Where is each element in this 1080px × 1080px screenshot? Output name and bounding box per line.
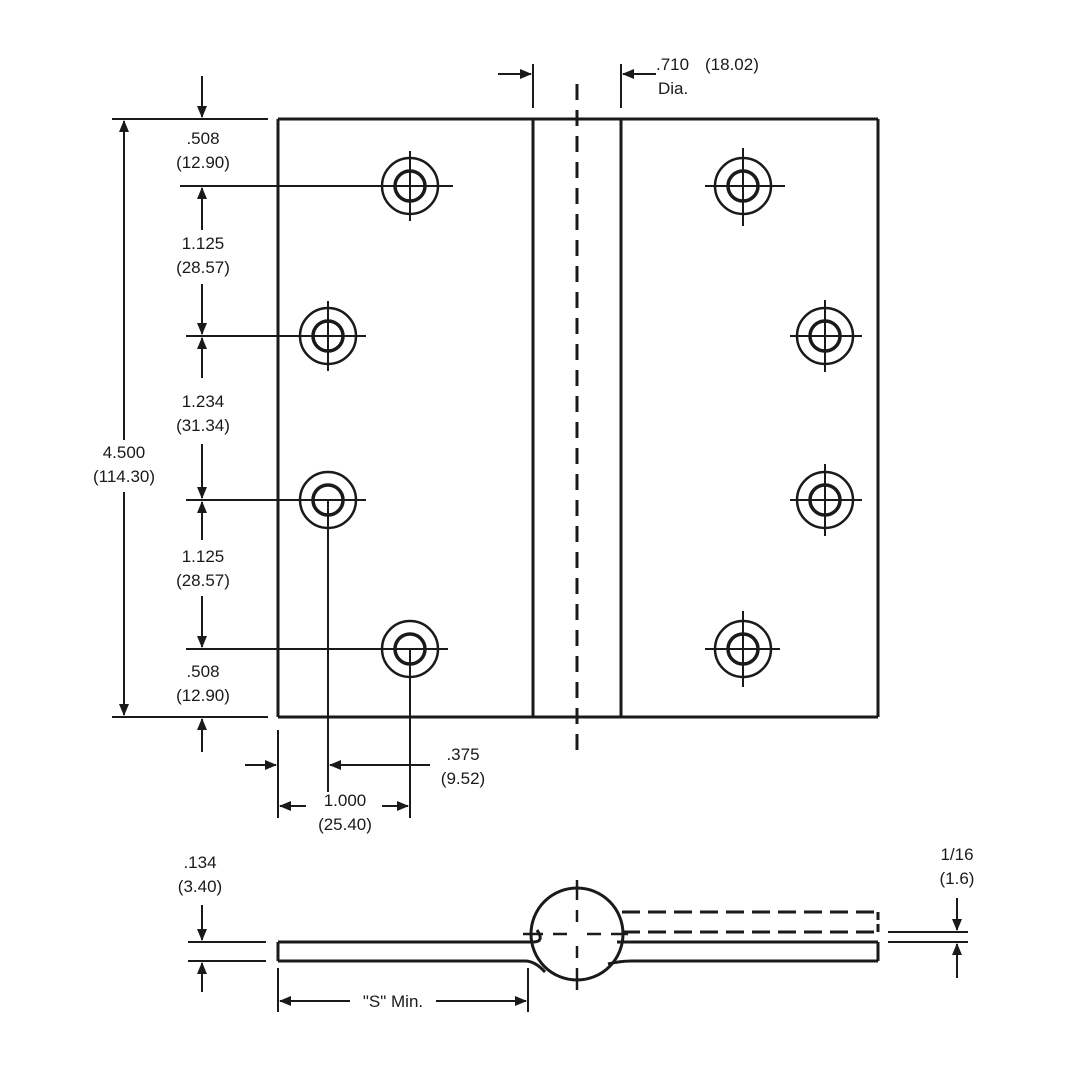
- top-offset-metric: (12.90): [176, 153, 230, 172]
- spacing-1-value: 1.125: [182, 234, 225, 253]
- hole-stagger-value: 1.000: [324, 791, 367, 810]
- pin-diameter-dimension: [498, 64, 656, 108]
- dimension-labels: .710 (18.02) Dia. .508 (12.90) 1.125 (28…: [93, 55, 975, 1011]
- spacing-3-metric: (28.57): [176, 571, 230, 590]
- spacing-2-metric: (31.34): [176, 416, 230, 435]
- spacing-1-metric: (28.57): [176, 258, 230, 277]
- bottom-offset-metric: (12.90): [176, 686, 230, 705]
- clearance-metric: (1.6): [940, 869, 975, 888]
- s-min-dimension: [277, 968, 529, 1012]
- bottom-offset-value: .508: [186, 662, 219, 681]
- overall-height-value: 4.500: [103, 443, 146, 462]
- hinge-side-view: [276, 886, 880, 982]
- edge-to-hole-value: .375: [446, 745, 479, 764]
- screw-hole-right-1: [705, 148, 785, 226]
- hinge-leaves: [276, 117, 880, 719]
- pin-dia-metric: (18.02): [705, 55, 759, 74]
- overall-height-metric: (114.30): [93, 467, 155, 486]
- screw-hole-right-4: [705, 611, 780, 687]
- horizontal-dimensions: [245, 500, 430, 818]
- clearance-value: 1/16: [940, 845, 973, 864]
- spacing-2-value: 1.234: [182, 392, 225, 411]
- vertical-dimension-chain: [112, 76, 410, 752]
- thickness-dimension: [188, 905, 266, 992]
- thickness-metric: (3.40): [178, 877, 222, 896]
- thickness-value: .134: [183, 853, 216, 872]
- pin-dia-value: .710: [656, 55, 689, 74]
- s-min-label: "S" Min.: [363, 992, 423, 1011]
- top-offset-value: .508: [186, 129, 219, 148]
- pin-dia-note: Dia.: [658, 79, 688, 98]
- spacing-3-value: 1.125: [182, 547, 225, 566]
- knuckle: [531, 119, 623, 717]
- edge-to-hole-metric: (9.52): [441, 769, 485, 788]
- hole-stagger-metric: (25.40): [318, 815, 372, 834]
- side-view-centerlines: [523, 880, 628, 990]
- screw-hole-right-2: [790, 300, 862, 372]
- clearance-dimension: [888, 898, 968, 978]
- screw-hole-right-3: [790, 464, 862, 536]
